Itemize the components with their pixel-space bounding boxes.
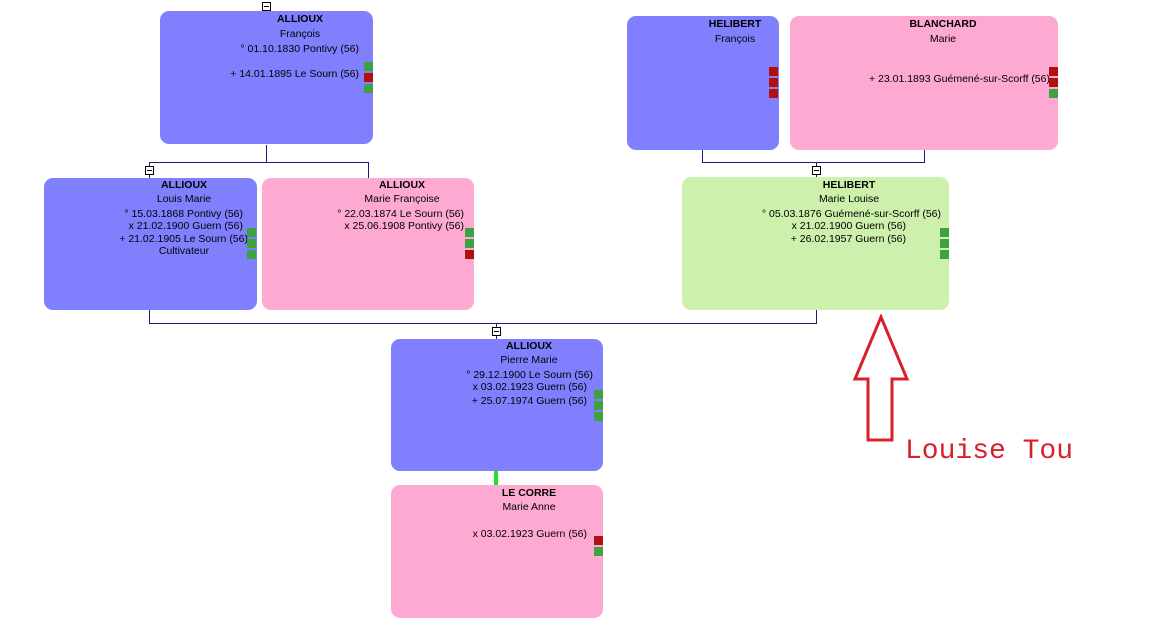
connector-line	[149, 162, 369, 163]
occupation: Cultivateur	[158, 245, 210, 257]
marriage-info: x 21.02.1900 Guern (56)	[791, 220, 906, 232]
status-indicator[interactable]	[364, 62, 373, 71]
given-name: Marie	[929, 33, 957, 45]
status-indicator[interactable]	[594, 390, 603, 399]
collapse-toggle[interactable]	[812, 166, 821, 175]
surname: HELIBERT	[708, 18, 762, 30]
status-indicator[interactable]	[465, 250, 474, 259]
status-indicator[interactable]	[1049, 89, 1058, 98]
birth-info: ° 05.03.1876 Guémené-sur-Scorff (56)	[761, 208, 941, 220]
person-card-marie-anne-le-corre[interactable]: LE CORRE Marie Anne x 03.02.1923 Guern (…	[391, 485, 603, 618]
given-name: François	[714, 33, 756, 45]
status-indicator[interactable]	[594, 401, 603, 410]
given-name: François	[279, 28, 321, 40]
connector-line	[702, 162, 925, 163]
person-card-marie-francoise-allioux[interactable]: ALLIOUX Marie Françoise ° 22.03.1874 Le …	[262, 178, 474, 310]
status-indicator[interactable]	[594, 547, 603, 556]
given-name: Pierre Marie	[500, 354, 558, 366]
given-name: Marie Anne	[502, 501, 556, 513]
person-card-louis-marie-allioux[interactable]: ALLIOUX Louis Marie ° 15.03.1868 Pontivy…	[44, 178, 257, 310]
marriage-info: x 03.02.1923 Guern (56)	[472, 381, 587, 393]
status-indicator[interactable]	[769, 67, 778, 76]
status-indicator[interactable]	[594, 536, 603, 545]
spouse-connector	[494, 471, 498, 485]
status-indicator[interactable]	[465, 239, 474, 248]
death-info: + 21.02.1905 Le Sourn (56)	[119, 233, 248, 245]
person-card-marie-blanchard[interactable]: BLANCHARD Marie + 23.01.1893 Guémené-sur…	[790, 16, 1058, 150]
status-indicator[interactable]	[364, 73, 373, 82]
collapse-toggle[interactable]	[262, 2, 271, 11]
connector-line	[924, 150, 925, 163]
surname: ALLIOUX	[276, 13, 324, 25]
surname: LE CORRE	[501, 487, 557, 499]
death-info: + 26.02.1957 Guern (56)	[790, 233, 906, 245]
status-indicator[interactable]	[940, 250, 949, 259]
status-indicator[interactable]	[247, 250, 256, 259]
birth-info: ° 22.03.1874 Le Sourn (56)	[337, 208, 464, 220]
person-card-francois-helibert[interactable]: HELIBERT François	[627, 16, 779, 150]
surname: ALLIOUX	[505, 340, 553, 352]
connector-line	[266, 145, 267, 162]
collapse-toggle[interactable]	[145, 166, 154, 175]
connector-line	[149, 323, 817, 324]
collapse-toggle[interactable]	[492, 327, 501, 336]
status-indicator[interactable]	[465, 228, 474, 237]
status-indicator[interactable]	[364, 84, 373, 93]
marriage-info: x 21.02.1900 Guern (56)	[128, 220, 243, 232]
birth-info: ° 15.03.1868 Pontivy (56)	[124, 208, 243, 220]
birth-info: ° 01.10.1830 Pontivy (56)	[240, 43, 359, 55]
status-indicator[interactable]	[1049, 67, 1058, 76]
status-indicator[interactable]	[769, 89, 778, 98]
death-info: + 23.01.1893 Guémené-sur-Scorff (56)	[868, 73, 1050, 85]
birth-info: ° 29.12.1900 Le Sourn (56)	[466, 369, 593, 381]
marriage-info: x 03.02.1923 Guern (56)	[472, 528, 587, 540]
connector-line	[816, 310, 817, 324]
status-indicator[interactable]	[940, 228, 949, 237]
marriage-info: x 25.06.1908 Pontivy (56)	[344, 220, 464, 232]
status-indicator[interactable]	[1049, 78, 1058, 87]
connector-line	[149, 310, 150, 324]
connector-line	[368, 162, 369, 178]
person-card-pierre-marie-allioux[interactable]: ALLIOUX Pierre Marie ° 29.12.1900 Le Sou…	[391, 339, 603, 471]
surname: ALLIOUX	[160, 179, 208, 191]
given-name: Marie Louise	[818, 193, 880, 205]
surname: ALLIOUX	[378, 179, 426, 191]
status-indicator[interactable]	[247, 239, 256, 248]
death-info: + 25.07.1974 Guern (56)	[471, 395, 587, 407]
death-info: + 14.01.1895 Le Sourn (56)	[230, 68, 359, 80]
person-card-marie-louise-helibert[interactable]: HELIBERT Marie Louise ° 05.03.1876 Guéme…	[682, 177, 949, 310]
status-indicator[interactable]	[769, 78, 778, 87]
surname: HELIBERT	[822, 179, 876, 191]
annotation-text: Louise Tou	[905, 436, 1074, 467]
up-arrow-icon	[852, 314, 910, 442]
status-indicator[interactable]	[247, 228, 256, 237]
given-name: Louis Marie	[156, 193, 212, 205]
connector-line	[702, 150, 703, 163]
given-name: Marie Françoise	[364, 193, 440, 205]
person-card-francois-allioux[interactable]: ALLIOUX François ° 01.10.1830 Pontivy (5…	[160, 11, 373, 144]
status-indicator[interactable]	[940, 239, 949, 248]
surname: BLANCHARD	[909, 18, 977, 30]
status-indicator[interactable]	[594, 412, 603, 421]
